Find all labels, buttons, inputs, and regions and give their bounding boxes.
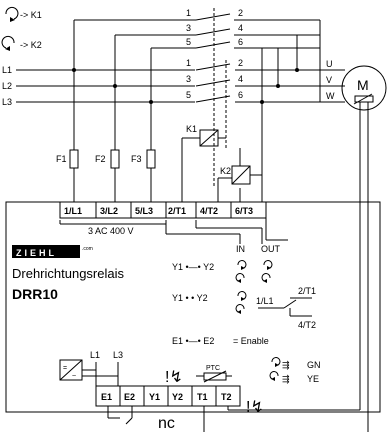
supply-l1: L1 (2, 65, 12, 75)
led-ye-ccw-icon (269, 371, 279, 381)
led-gn-label: GN (307, 360, 321, 370)
k2-contact-1: 1 (186, 8, 191, 18)
terminal-e1: E1 (101, 392, 112, 402)
rotation-in-ccw-icon (235, 273, 245, 283)
device-title: Drehrichtungsrelais (12, 266, 124, 281)
terminal-y2: Y2 (172, 392, 183, 402)
supply-rating: 3 AC 400 V (88, 226, 134, 236)
supply-l2: L2 (2, 81, 12, 91)
rotation-cw-icon (5, 6, 19, 22)
motor: U V W M (320, 59, 387, 432)
terminal-5-l3: 5/L3 (135, 206, 153, 216)
terminal-1-l1: 1/L1 (64, 206, 82, 216)
power-supply-block: = ~ L1 L3 (59, 350, 123, 386)
nc-label: nc (158, 415, 175, 432)
output-relay-contact: 1/L1 2/T1 4/T2 (256, 286, 316, 330)
k1-contact-6: 6 (238, 90, 243, 100)
bottom-terminal-strip: E1 E2 Y1 Y2 T1 T2 (95, 385, 360, 432)
k2-contact-4: 4 (238, 23, 243, 33)
relay-t1: 2/T1 (298, 286, 316, 296)
terminal-e2: E2 (124, 392, 135, 402)
rotation-out-cw-icon (263, 260, 273, 270)
terminal-2-t1: 2/T1 (168, 206, 186, 216)
legend-cw-text: -> K1 (20, 10, 42, 20)
coil-k1-label: K1 (186, 124, 197, 134)
supply-lines (16, 68, 320, 104)
k1-contact-5: 5 (186, 90, 191, 100)
ptc-element: PTC (196, 365, 232, 383)
k1-contact-4: 4 (238, 74, 243, 84)
led-gn-symbol-icon: ⇶ (282, 360, 290, 370)
warning-bolt-1-icon: !↯ (165, 369, 183, 386)
out-label: OUT (261, 244, 281, 254)
motor-circle (341, 65, 387, 111)
device-model: DRR10 (12, 286, 58, 302)
terminal-t1: T1 (197, 392, 208, 402)
k2-contact-6: 6 (238, 37, 243, 47)
rotation-ccw-icon (1, 35, 15, 51)
terminal-t2: T2 (221, 392, 232, 402)
k1-contact-2: 2 (238, 58, 243, 68)
contactor-k2-contacts: 1 2 3 4 5 6 (73, 8, 321, 102)
fuse-f3-label: F3 (131, 154, 142, 164)
coil-k2-label: K2 (220, 166, 231, 176)
fuse-f1-label: F1 (56, 154, 67, 164)
terminal-3-l2: 3/L2 (100, 206, 118, 216)
svg-text:=: = (63, 365, 67, 372)
logo-suffix: .com (82, 246, 93, 252)
warning-bolt-2-icon: !↯ (246, 399, 264, 416)
rotation-in-cw-icon (237, 260, 247, 270)
rotation-in2-ccw-icon (235, 304, 245, 314)
led-gn-cw-icon (271, 357, 281, 367)
motor-w: W (326, 91, 335, 101)
contactor-k1-contacts: 1 2 3 4 5 6 (186, 58, 243, 103)
svg-text:~: ~ (72, 373, 76, 380)
motor-v: V (326, 75, 332, 85)
rotation-out-ccw-icon (261, 273, 271, 283)
k1-contact-1: 1 (186, 58, 191, 68)
fuse-f3 (146, 149, 156, 169)
k2-contact-2: 2 (238, 8, 243, 18)
ziehl-logo: ZIEHL .com (12, 245, 93, 258)
k2-contact-3: 3 (186, 23, 191, 33)
logo-text: ZIEHL (16, 248, 57, 258)
mode-enable: = Enable (233, 336, 269, 346)
ps-l3: L3 (113, 350, 123, 360)
legend-ccw-text: -> K2 (20, 40, 42, 50)
motor-thermistor (354, 95, 374, 103)
led-ye-symbol-icon: ⇶ (282, 374, 290, 384)
logo-bar (12, 245, 80, 258)
rotation-in2-cw-icon (237, 291, 247, 301)
fuse-f1 (69, 149, 79, 169)
relay-t2: 4/T2 (298, 320, 316, 330)
fuses: F1 F2 F3 (56, 70, 156, 202)
mode-y1y2-closed: Y1 •—• Y2 (172, 262, 214, 272)
top-terminal-strip: 1/L1 3/L2 5/L3 2/T1 4/T2 6/T3 3 AC 400 V (59, 201, 288, 244)
in-label: IN (236, 244, 245, 254)
led-ye-label: YE (307, 374, 319, 384)
fuse-f2-label: F2 (95, 154, 106, 164)
coils: K1 K2 (181, 102, 263, 202)
fuse-f2 (110, 149, 120, 169)
terminal-4-t2: 4/T2 (200, 206, 218, 216)
mode-y1y2-open: Y1 • • Y2 (172, 293, 208, 303)
ptc-label: PTC (206, 365, 220, 372)
terminal-6-t3: 6/T3 (235, 206, 253, 216)
k1-contact-3: 3 (186, 74, 191, 84)
motor-label: M (357, 77, 369, 93)
mode-e1e2: E1 •—• E2 (172, 336, 214, 346)
relay-common: 1/L1 (256, 296, 274, 306)
ps-l1: L1 (90, 350, 100, 360)
terminal-y1: Y1 (149, 392, 160, 402)
motor-u: U (326, 59, 333, 69)
led-indicators: ⇶ GN ⇶ YE (269, 357, 321, 384)
legend: -> K1 -> K2 (1, 6, 42, 51)
supply-l3: L3 (2, 97, 12, 107)
k2-contact-5: 5 (186, 37, 191, 47)
